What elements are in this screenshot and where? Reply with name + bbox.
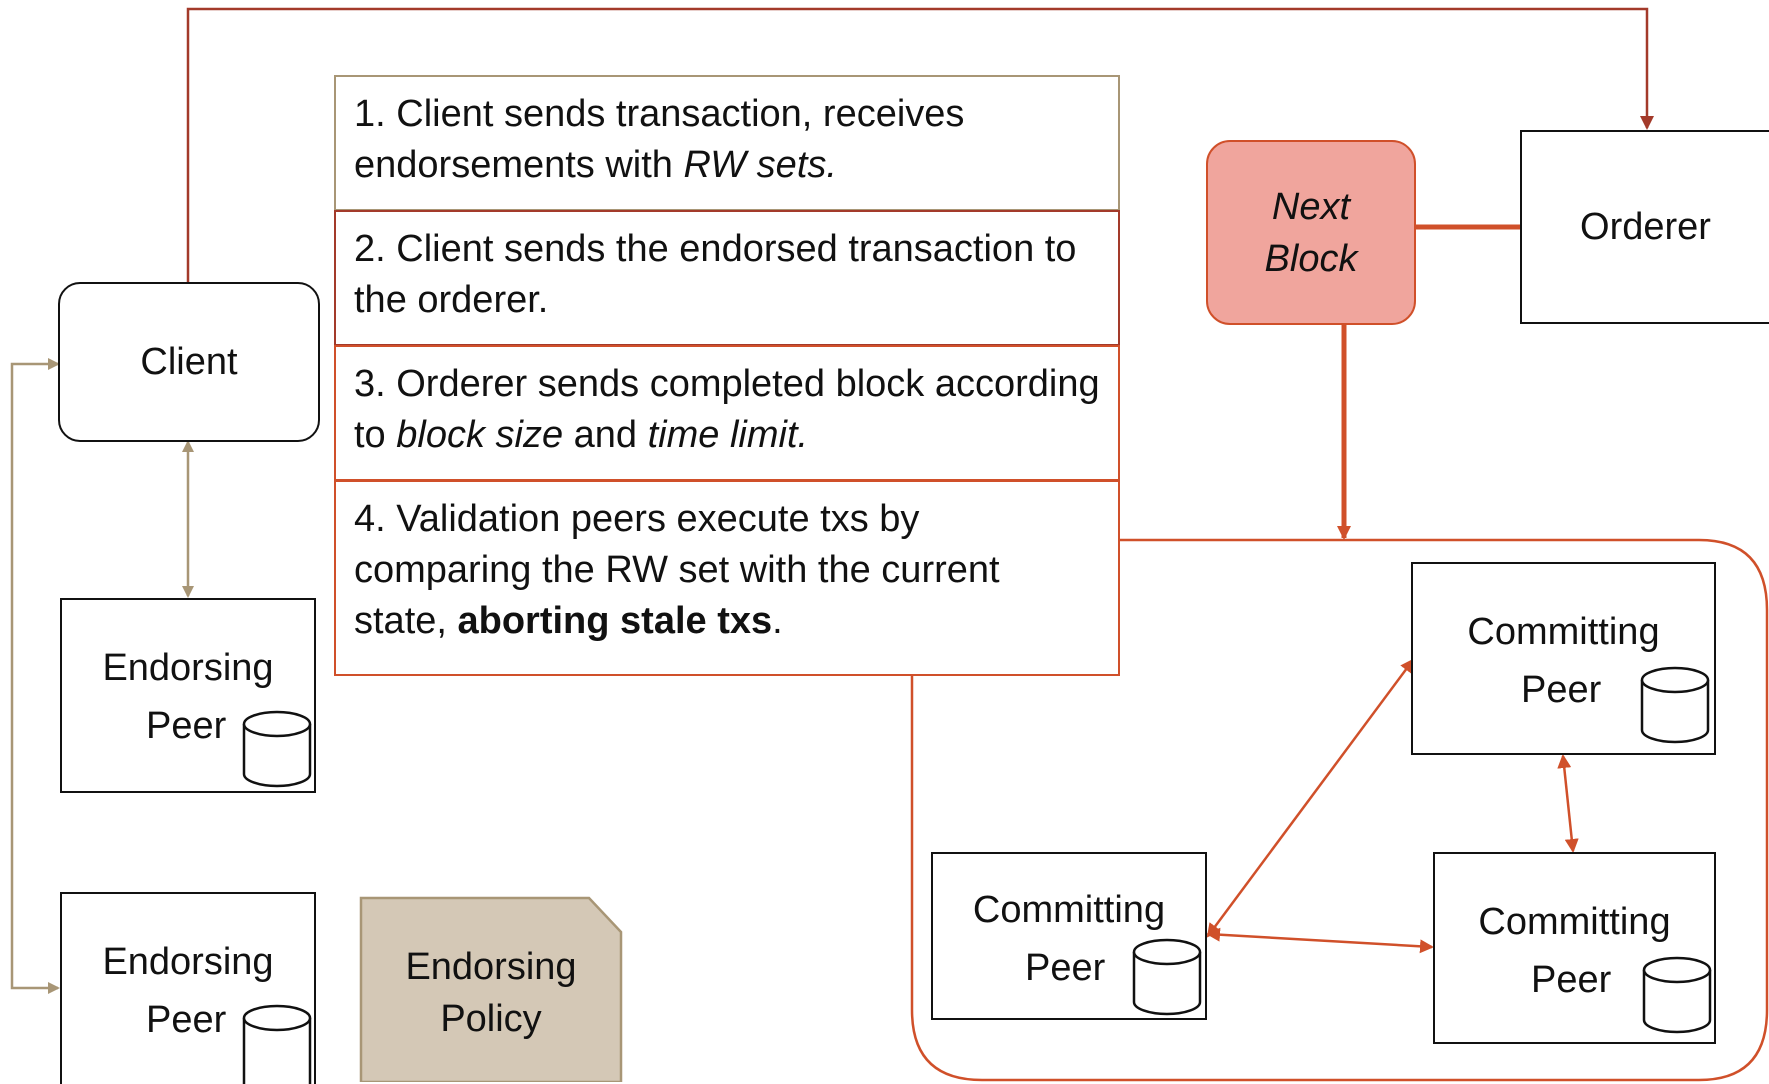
step-1: 1. Client sends transaction, receives en… (334, 75, 1120, 211)
client-box: Client (58, 282, 320, 442)
step-3-mid: and (563, 414, 648, 456)
endorsing-peer-1-line2: Peer (146, 705, 227, 747)
committing-peer-left-line1: Committing (972, 889, 1166, 931)
endorsing-policy-line1: Endorsing (405, 946, 577, 988)
step-4: 4. Validation peers execute txs by compa… (334, 480, 1120, 676)
step-2: 2. Client sends the endorsed transaction… (334, 210, 1120, 346)
database-icon (1640, 666, 1710, 744)
step-3: 3. Orderer sends completed block accordi… (334, 345, 1120, 481)
step-4-suffix: . (772, 600, 783, 642)
next-block-line2: Block (1264, 237, 1358, 280)
next-block-line1: Next (1271, 185, 1351, 228)
database-icon (1642, 956, 1712, 1034)
client-to-orderer-connector (186, 7, 1654, 282)
peer-link-topright-bottomright (1557, 754, 1579, 853)
committing-group-outline (910, 538, 1769, 1082)
step-3-italic-2: time limit. (647, 414, 809, 456)
step-1-italic: RW sets. (683, 144, 837, 186)
database-icon (1132, 938, 1202, 1016)
next-block-box: Next Block (1206, 140, 1416, 325)
step-1-text: 1. Client sends transaction, receives en… (354, 93, 965, 186)
step-4-text: 4. Validation peers execute txs by compa… (354, 498, 1000, 642)
committing-peer-left-line2: Peer (1025, 947, 1106, 989)
database-icon (242, 1004, 312, 1084)
database-icon (242, 710, 312, 788)
step-3-italic-1: block size (396, 414, 564, 456)
committing-peer-top-right-line2: Peer (1521, 669, 1602, 711)
endorsing-peer-2-line2: Peer (146, 999, 227, 1041)
endorsing-peer-2: Endorsing Peer (60, 892, 316, 1084)
committing-peer-top-right-line1: Committing (1467, 611, 1660, 653)
step-2-text: 2. Client sends the endorsed transaction… (354, 228, 1077, 321)
orderer-box: Orderer (1520, 130, 1769, 324)
committing-peer-top-right: Committing Peer (1411, 562, 1716, 755)
endorsing-policy-line2: Policy (440, 998, 542, 1040)
endorsing-peer-1-line1: Endorsing (102, 647, 274, 689)
endorsing-policy-label: Endorsing Policy (361, 918, 621, 1068)
endorsing-peer-2-line1: Endorsing (102, 941, 274, 983)
committing-peer-bottom-right-line2: Peer (1531, 959, 1612, 1001)
endorsing-peer-1: Endorsing Peer (60, 598, 316, 793)
peer-link-left-topright (1206, 658, 1415, 938)
committing-peer-left: Committing Peer (931, 852, 1207, 1020)
client-endorser2-connector (10, 358, 60, 994)
orderer-label: Orderer (1580, 206, 1711, 248)
step-3-text: 3. Orderer sends completed block accordi… (354, 363, 1100, 456)
client-label: Client (140, 341, 238, 383)
step-4-bold: aborting stale txs (457, 600, 773, 642)
endorsing-policy-shape (359, 896, 623, 1082)
peer-link-left-bottomright (1206, 927, 1434, 954)
committing-peer-bottom-right: Committing Peer (1433, 852, 1716, 1044)
committing-peer-bottom-right-line1: Committing (1478, 901, 1671, 943)
